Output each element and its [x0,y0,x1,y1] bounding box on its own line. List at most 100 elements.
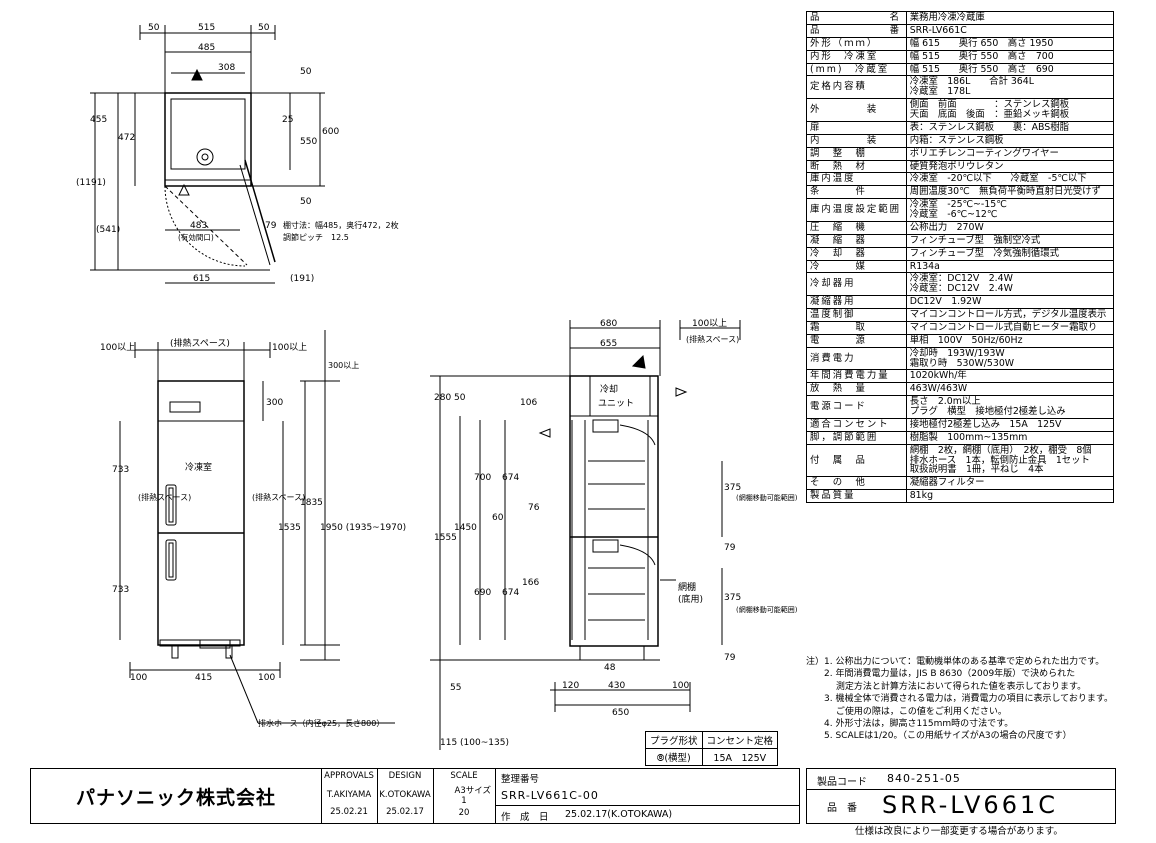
spec-label: 年間消費電力量 [806,369,907,384]
dim-side-430: 430 [608,681,625,691]
spec-value: R134a [905,259,1115,274]
product-code-value: 840-251-05 [887,772,961,785]
spec-label: 品 番 [806,23,907,38]
dim-top-615: 615 [193,274,210,284]
dim-front-300top: 300以上 [328,361,359,370]
spec-label: 冷却器用 [806,272,907,297]
dim-front-100b: 100以上 [272,342,307,353]
spec-value: 冷凍室 186L 合計 364L 冷蔵室 178L [905,75,1115,100]
spec-row: 霜 取マイコンコントロール式自動ヒーター霜取り [806,320,1115,335]
side-view [430,320,741,750]
dim-side-1555: 1555 [434,533,457,543]
spec-label: 冷 媒 [806,259,907,274]
spec-row: 内形 冷凍室幅 515 奥行 550 高さ 700 [806,49,1115,64]
dim-side-48: 48 [604,663,616,673]
plug-shape-label: (横型) [664,753,691,764]
note-line: 測定方法と計算方法において得られた値を表示しております。 [806,681,1087,692]
spec-label: 温度制御 [806,308,907,322]
dim-side-680: 680 [600,319,617,329]
spec-row: 脚，調節範囲樹脂製 100mm~135mm [806,430,1115,445]
spec-value: 単相 100V 50Hz/60Hz [905,333,1115,348]
spec-label: 冷 却 器 [806,246,907,261]
spec-value: 公称出力 270W [905,220,1115,235]
spec-row: 圧 縮 機公称出力 270W [806,220,1115,235]
spec-value: 81kg [905,489,1115,503]
dim-top-455: 455 [90,115,107,125]
spec-label: 品 名 [806,11,907,25]
spec-value: 樹脂製 100mm~135mm [905,430,1115,445]
dim-side-100: 100以上 [692,318,727,329]
spec-value: 冷凍室 -25℃~-15℃ 冷蔵室 -6℃~12℃ [905,198,1115,222]
spec-label: 条 件 [806,185,907,200]
spec-value: マイコンコントロール式自動ヒーター霜取り [905,320,1115,335]
drawing-number-cell: 整理番号 SRR-LV661C-00 作 成 日 25.02.17(K.OTOK… [495,769,799,823]
top-shelf-note: 棚寸法：幅485，奥行472，2枚 [283,220,399,230]
dim-top-485: 485 [198,43,215,53]
dim-side-115: 115 (100~135) [440,738,509,748]
plug-rating: 15A 125V [701,748,779,766]
spec-value: 幅 515 奥行 550 高さ 700 [905,49,1115,64]
spec-value: 幅 615 奥行 650 高さ 1950 [905,36,1115,51]
dim-front-exhaust: (排熱スペース) [170,337,230,349]
spec-value: 1020kWh/年 [905,369,1115,384]
dim-front-1535: 1535 [278,523,301,533]
approver-name: T.AKIYAMA [326,790,372,800]
spec-value: フィンチューブ型 強制空冷式 [905,233,1115,248]
dim-side-adj1: (網棚移動可能範囲) [736,493,798,502]
side-unit-label: ユニット [598,399,634,409]
dim-top-191: (191) [290,274,314,284]
spec-label: 庫内温度設定範囲 [806,198,907,222]
spec-label: 断 熱 材 [806,159,907,174]
dim-top-483: 483 [190,221,207,231]
dim-side-76: 76 [528,503,540,513]
dim-top-79: 79 [265,221,277,231]
drawing-number: SRR-LV661C-00 [501,789,599,802]
designer-name: K.OTOKAWA [379,790,431,800]
dim-top-50c: 50 [300,67,312,77]
spec-label: 外 装 [806,98,907,122]
spec-value: 長さ 2.0m以上 プラグ 横型 接地極付2極差し込み [905,395,1115,419]
dim-side-50: 50 [454,393,466,403]
plug-header-rating: コンセント定格 [701,731,779,749]
approvals-label: APPROVALS [324,771,374,781]
dim-front-space-left: (排熱スペース) [138,492,191,502]
notes-block: 注）1. 公称出力について：電動機単体のある基準で定められた出力です。 2. 年… [806,656,1151,743]
plug-table: プラグ形状 コンセント定格 ⦾(横型) 15A 125V [645,731,779,766]
spec-label: 内 装 [806,133,907,148]
model-number: SRR-LV661C [882,791,1058,819]
dim-side-375b: 375 [724,593,741,603]
spec-label: 電 源 [806,333,907,348]
spec-value: 側面 前面 ：ステンレス鋼板 天面 底面 後面 ：亜鉛メッキ鋼板 [905,98,1115,122]
dim-front-100a: 100以上 [100,342,135,353]
dim-top-515: 515 [198,23,215,33]
side-cooling-label: 冷却 [600,383,618,395]
spec-value: 冷却時 193W/193W 霜取り時 530W/530W [905,346,1115,371]
approvals-cell: APPROVALS T.AKIYAMA 25.02.21 [321,769,378,823]
note-line: 2. 年間消費電力量は，JIS B 8630（2009年版）で決められた [806,669,1076,680]
spec-row: 庫内温度設定範囲冷凍室 -25℃~-15℃ 冷蔵室 -6℃~12℃ [806,198,1115,222]
top-view [90,25,325,284]
title-block: パナソニック株式会社 APPROVALS T.AKIYAMA 25.02.21 … [30,768,800,824]
spec-label: 調 整 棚 [806,146,907,161]
spec-row: 条 件周囲温度30℃ 無負荷平衡時直射日光受けず [806,185,1115,200]
approval-date: 25.02.21 [330,807,368,817]
note-line: 3. 機械全体で消費される電力は，消費電力の項目に表示しております。 [806,694,1114,705]
scale-label: SCALE [450,771,478,781]
spec-row: 外形（ｍｍ）幅 615 奥行 650 高さ 1950 [806,36,1115,51]
design-cell: DESIGN K.OTOKAWA 25.02.17 [377,769,434,823]
note-line: 4. 外形寸法は，脚高さ115mm時の寸法です。 [806,719,1014,730]
plug-icon: ⦾ [656,753,665,764]
spec-row: 消費電力冷却時 193W/193W 霜取り時 530W/530W [806,346,1115,371]
dim-front-300: 300 [266,398,283,408]
spec-row: 断 熱 材硬質発泡ポリウレタン [806,159,1115,174]
spec-label: 圧 縮 機 [806,220,907,235]
dim-top-50b: 50 [258,23,270,33]
spec-value: ポリエチレンコーティングワイヤー [905,146,1115,161]
spec-value: 凝縮器フィルター [905,476,1115,491]
spec-row: (mm) 冷蔵室幅 515 奥行 550 高さ 690 [806,62,1115,77]
